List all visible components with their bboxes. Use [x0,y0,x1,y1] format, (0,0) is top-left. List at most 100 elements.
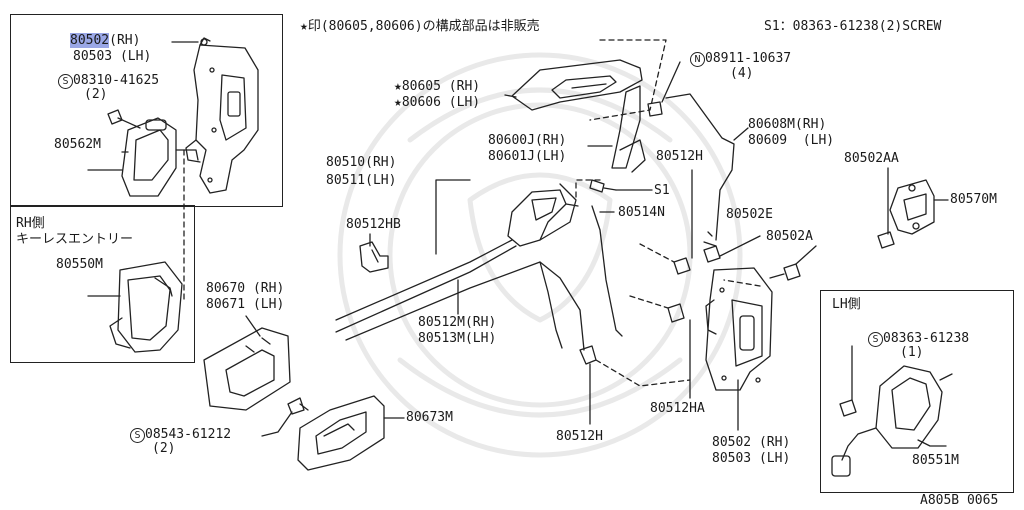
keyless-module-80550m-drawing [109,261,183,353]
leader-08543 [261,411,293,437]
label-80570m[interactable]: 80570M [950,192,997,207]
dashed-80512h-bottom [595,359,691,387]
label-80503-lower[interactable]: 80503 (LH) [712,451,791,466]
label-08363-number: 08363-61238 [883,331,970,346]
label-80513m[interactable]: 80513M(LH) [418,331,497,346]
handle-bracket-80600j-drawing [611,85,646,173]
dashed-80510-s1 [575,179,601,201]
remote-control-80510-drawing [507,183,579,247]
label-80600j[interactable]: 80600J(RH) [488,133,567,148]
panel-rh-keyless [10,205,195,363]
label-80606[interactable]: ★80606 (LH) [394,95,481,110]
clip-80512h-top-drawing [673,257,691,275]
inside-handle-80670-drawing [203,327,291,411]
header-note: ★印(80605,80606)の構成部品は非販売 [300,19,540,34]
label-80510[interactable]: 80510(RH) [326,155,397,170]
rod-80608m [665,93,735,241]
label-80605[interactable]: ★80605 (RH) [394,79,481,94]
label-80502-number: 80502 [70,33,110,48]
rod-80512m [345,261,585,351]
leader-80608m [733,127,749,141]
label-08543-qty: (2) [152,441,176,456]
actuator-80551m-drawing [831,365,943,477]
dashed-80512ha [629,295,669,309]
label-80514n[interactable]: 80514N [618,205,665,220]
label-80512ha[interactable]: 80512HA [650,401,705,416]
label-80673m[interactable]: 80673M [406,410,453,425]
actuator-80562m-drawing [121,117,199,197]
leader-80510 [435,179,471,255]
leader-80551m [917,439,947,447]
rod-80510-a [335,239,513,321]
label-80511[interactable]: 80511(LH) [326,173,397,188]
label-80512m[interactable]: 80512M(RH) [418,315,497,330]
bolt-80502aa-drawing [877,231,895,249]
bolt-08911-drawing [647,101,663,117]
screw-08543-drawing [287,397,309,415]
label-80562m[interactable]: 80562M [54,137,101,152]
label-80601j[interactable]: 80601J(LH) [488,149,567,164]
escutcheon-80673m-drawing [297,395,385,471]
panel-lh-side [820,290,1014,493]
n-circle-icon: N [690,52,705,67]
label-08911-qty: (4) [730,66,754,81]
watermark-emblem [337,52,743,458]
label-08310-number: 08310-41625 [73,73,160,88]
label-80551m[interactable]: 80551M [912,453,959,468]
label-80671[interactable]: 80671 (LH) [206,297,285,312]
leader-80605 [504,94,517,98]
label-80502e[interactable]: 80502E [726,207,773,222]
dashed-80512h-top [639,243,675,263]
dashed-handle-frame [589,39,667,121]
label-80502[interactable]: 80502(RH) [70,33,140,48]
rod-80510-b [335,245,517,333]
clip-80512h-bottom-drawing [579,345,597,365]
label-80670[interactable]: 80670 (RH) [206,281,285,296]
screw-s1-drawing [589,179,617,193]
label-80512hb[interactable]: 80512HB [346,217,401,232]
rod-80512m-b [539,261,563,349]
header-screw-spec: S1：08363-61238(2)SCREW [764,19,942,34]
screw-08310-drawing [107,109,141,129]
label-80608m[interactable]: 80608M(RH) [748,117,827,132]
rod-clip [703,231,717,247]
door-lock-80502-drawing [705,267,773,391]
s-circle-icon: S [58,74,73,89]
label-80502aa[interactable]: 80502AA [844,151,899,166]
label-80512h-bottom[interactable]: 80512H [556,429,603,444]
dashed-80502a [723,279,761,287]
leader-80551m-b [939,373,953,381]
label-80502a[interactable]: 80502A [766,229,813,244]
label-08363-qty: (1) [900,345,924,360]
diagram-code: A805B 0065 [920,493,999,508]
label-80609[interactable]: 80609 (LH) [748,133,835,148]
s-circle-icon-2: S [130,428,145,443]
leader-80670 [245,315,261,337]
part-80502e-drawing [703,245,721,263]
leader-80502e [719,235,761,257]
label-08911-number: 08911-10637 [705,51,792,66]
lock-assembly-drawing [185,37,259,194]
label-80502-lower[interactable]: 80502 (RH) [712,435,791,450]
cable-80514n [591,205,623,337]
label-80550m[interactable]: 80550M [56,257,103,272]
panel-lock-assembly [10,14,283,207]
striker-80570m-drawing [889,179,935,235]
clip-80512ha-drawing [667,303,685,323]
label-s1[interactable]: S1 [654,183,670,198]
leader-08911 [661,61,681,103]
bolt-80502a-drawing [769,263,801,281]
rh-side-subtitle: キーレスエントリー [16,232,134,247]
s-circle-icon-3: S [868,332,883,347]
label-80503[interactable]: 80503 (LH) [73,49,152,64]
rh-side-title: RH側 [16,216,45,231]
label-08543-number: 08543-61212 [145,427,232,442]
lh-side-title: LH側 [832,297,861,312]
label-80512h-top[interactable]: 80512H [656,149,703,164]
